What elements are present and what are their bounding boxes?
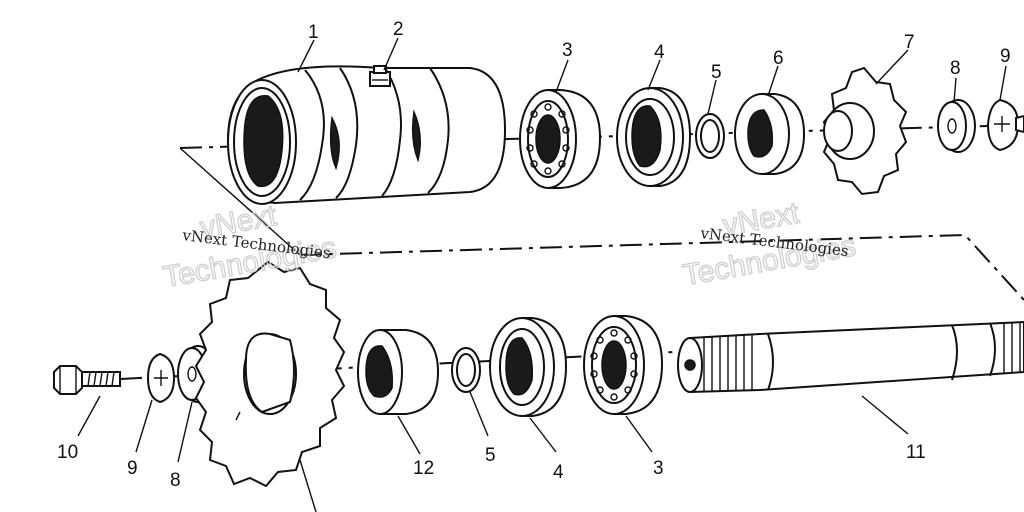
callout-part-10: 10 — [57, 442, 78, 463]
callout-part-2: 2 — [393, 19, 404, 40]
part-5-o-ring-bottom — [451, 347, 481, 393]
callout-part-7: 7 — [904, 32, 915, 53]
top-axis-diagonal-left — [179, 147, 301, 256]
part-9-lock-washer-top — [986, 98, 1024, 152]
part-4-seal-bottom — [489, 317, 568, 417]
callout-part-9-bottom: 9 — [127, 458, 138, 479]
part-8-washer-top — [937, 99, 976, 153]
callout-part-4: 4 — [654, 42, 665, 63]
callout-part-4-bottom: 4 — [553, 462, 564, 483]
callout-part-8: 8 — [950, 58, 961, 79]
callout-part-9: 9 — [1000, 46, 1011, 67]
callout-part-8-bottom: 8 — [170, 470, 181, 491]
callout-part-1: 1 — [308, 22, 319, 43]
part-2-grease-fitting — [369, 65, 391, 87]
callouts-top: 1 2 3 4 5 6 7 8 9 — [308, 19, 1011, 83]
part-1-housing — [226, 65, 507, 205]
callout-part-6: 6 — [773, 48, 784, 69]
callout-part-12: 12 — [413, 458, 434, 479]
part-10-bolt — [53, 365, 121, 395]
callout-part-3: 3 — [562, 40, 573, 61]
callout-part-5-bottom: 5 — [485, 445, 496, 466]
callout-part-3-bottom: 3 — [653, 458, 664, 479]
leader-lines — [77, 37, 1007, 463]
part-11-shaft — [677, 320, 1024, 394]
part-3-ball-bearing-top — [519, 89, 602, 189]
part-12-long-spacer — [357, 329, 440, 415]
part-9-lock-washer-bottom — [146, 352, 176, 404]
callouts-bottom: 10 9 8 12 5 4 3 11 — [57, 442, 926, 491]
cross-axis-line — [299, 233, 1024, 301]
part-6-spacer — [734, 93, 806, 175]
part-3-ball-bearing-bottom — [583, 315, 664, 415]
callout-part-11: 11 — [906, 442, 926, 463]
callout-part-5: 5 — [711, 62, 722, 83]
part-5-o-ring-top — [695, 113, 725, 159]
part-7-small-sprocket — [822, 66, 908, 196]
large-sprocket — [194, 260, 346, 512]
part-4-seal-top — [616, 87, 692, 187]
